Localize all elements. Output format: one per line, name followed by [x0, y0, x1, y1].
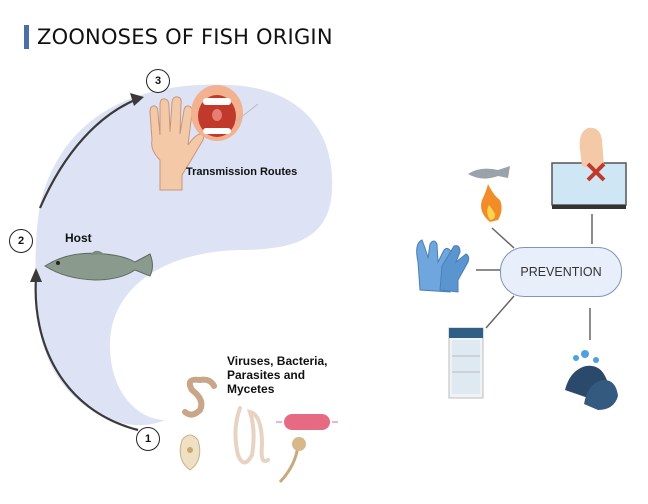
step-2-marker: 2	[9, 229, 33, 253]
background-crescent	[35, 84, 333, 426]
hand-washing-icon	[565, 350, 618, 410]
connector-cooking	[491, 227, 515, 249]
page-title: ZOONOSES OF FISH ORIGIN	[37, 25, 333, 49]
tapeworm-icon	[233, 406, 270, 465]
fungus-icon	[278, 437, 306, 484]
step-3-marker: 3	[146, 69, 170, 93]
cooking-fish-icon	[468, 166, 510, 222]
aquarium-no-touch-icon	[551, 127, 627, 209]
refrigerator-icon	[448, 327, 484, 399]
fish-icon	[44, 250, 153, 281]
arrow-2-to-3	[38, 98, 136, 209]
prevention-node: PREVENTION	[500, 247, 622, 297]
arrow-2-to-3-head	[130, 93, 144, 106]
worm-icon	[182, 376, 217, 418]
host-label: Host	[65, 231, 92, 245]
parasite-egg-icon	[179, 434, 201, 471]
step-1-marker: 1	[136, 427, 160, 451]
arrow-1-to-2-head	[30, 268, 42, 282]
gloves-icon	[416, 239, 470, 293]
open-mouth-icon	[191, 85, 259, 141]
bacterium-icon	[276, 414, 338, 430]
transmission-routes-label: Transmission Routes	[186, 166, 298, 178]
arrow-1-to-2	[34, 277, 139, 432]
connector-fridge	[485, 295, 515, 329]
pathogens-label: Viruses, Bacteria, Parasites and Mycetes	[227, 354, 328, 396]
title-accent-bar	[24, 25, 29, 49]
